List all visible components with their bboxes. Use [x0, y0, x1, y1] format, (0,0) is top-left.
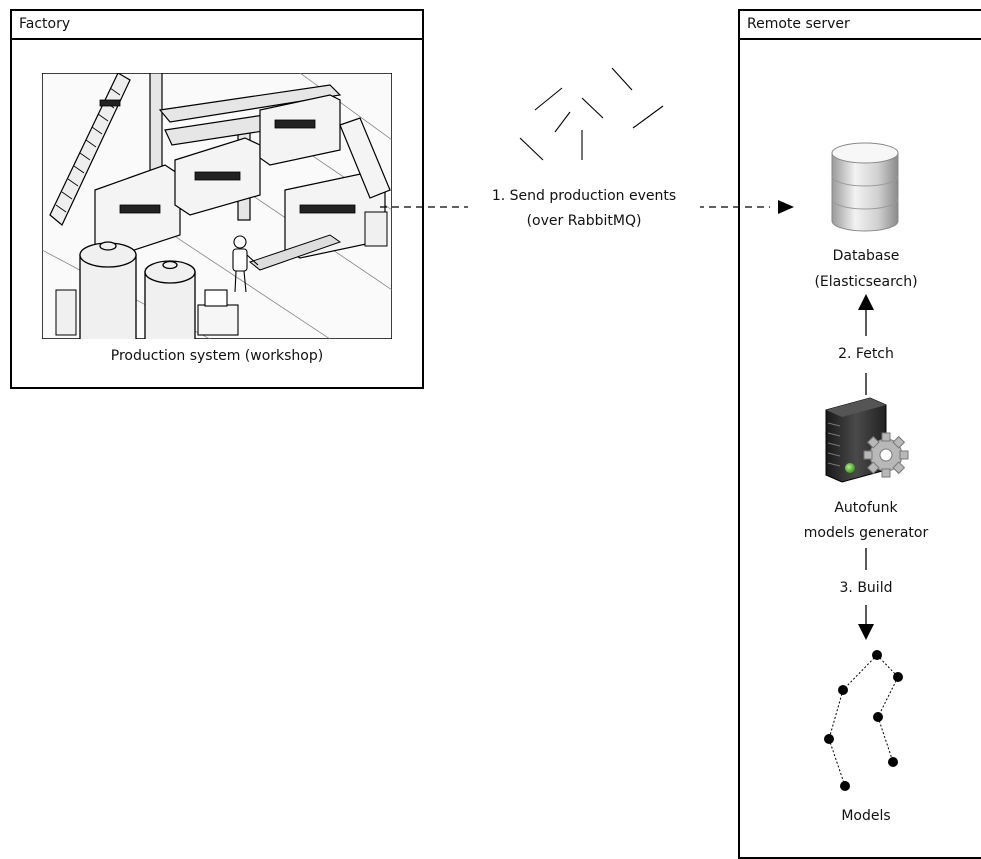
- workshop-caption: Production system (workshop): [110, 348, 324, 364]
- factory-workshop-illustration: [42, 73, 392, 339]
- generator-label-sub: models generator: [803, 525, 929, 541]
- database-label-sub: (Elasticsearch): [814, 274, 918, 290]
- storage-tanks: [79, 241, 196, 339]
- send-events-label-line2: (over RabbitMQ): [526, 213, 642, 229]
- remote-server-panel-title: Remote server: [740, 11, 981, 40]
- generator-label: Autofunk: [834, 500, 898, 516]
- send-events-label-line1: 1. Send production events: [468, 184, 700, 208]
- worker-figure: [232, 235, 259, 293]
- fetch-label: 2. Fetch: [838, 346, 894, 362]
- graph-model-icon: [824, 650, 903, 791]
- database-label: Database: [832, 248, 900, 264]
- server-gear-icon: [825, 397, 909, 483]
- event-stream-icon: [519, 67, 664, 161]
- factory-panel-title: Factory: [12, 11, 422, 40]
- models-label: Models: [841, 808, 891, 824]
- build-label: 3. Build: [839, 580, 893, 596]
- build-arrow: [858, 548, 874, 640]
- database-icon: [831, 142, 899, 232]
- send-events-arrow: [380, 200, 794, 214]
- fetch-arrow: [858, 294, 874, 395]
